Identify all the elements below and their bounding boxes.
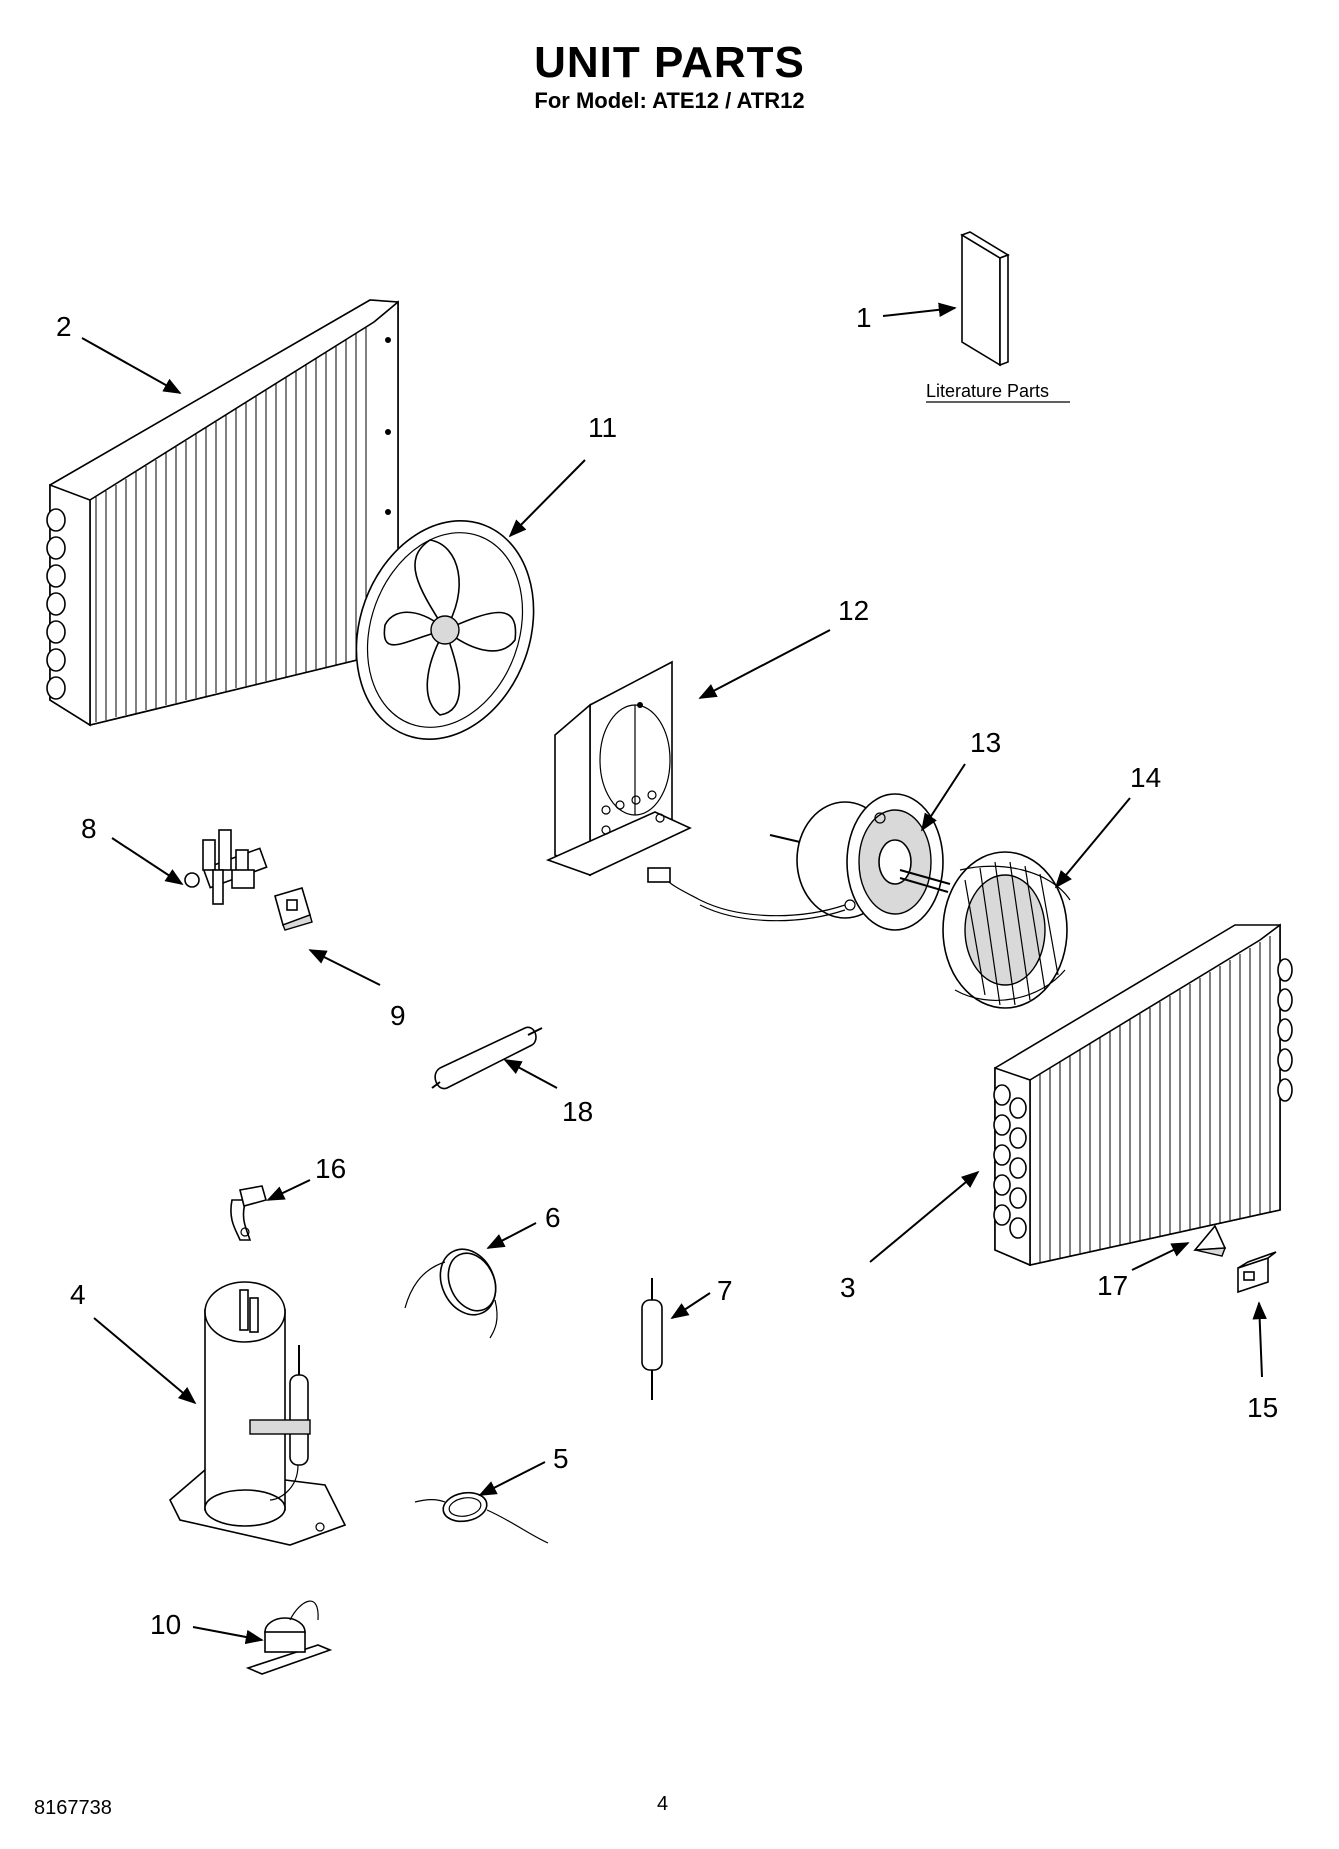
- callout-1: 1: [856, 302, 872, 333]
- condenser-fins: [95, 327, 367, 722]
- fan-motor: [647, 793, 951, 931]
- capillary-muffler: [641, 1278, 663, 1400]
- callout-16: 16: [315, 1153, 346, 1184]
- arrow-16: [266, 1179, 311, 1201]
- page-title: UNIT PARTS: [534, 38, 805, 87]
- literature-parts-label: Literature Parts: [926, 381, 1049, 401]
- overload-protector: [245, 1600, 333, 1675]
- arrow-11: [508, 459, 586, 538]
- evaporator-fins: [1039, 936, 1271, 1262]
- arrow-13: [921, 763, 966, 832]
- terminal-clip: [230, 1185, 267, 1241]
- arrow-7: [670, 1292, 711, 1319]
- callout-5: 5: [553, 1443, 569, 1474]
- tubing-coil: [404, 1248, 498, 1339]
- fan-shroud-bracket: [545, 660, 692, 877]
- compressor: [169, 1281, 347, 1546]
- leader-arrows: [81, 302, 1267, 1645]
- callout-11: 11: [588, 412, 617, 443]
- callout-13: 13: [970, 727, 1001, 758]
- arrow-17: [1131, 1242, 1190, 1271]
- arrow-6: [486, 1222, 537, 1249]
- sensor-clip: [1193, 1224, 1227, 1257]
- callout-numbers: 1 2 3 4 5 6 7 8 9 10 11 12 13 14 15 16 1…: [56, 302, 1278, 1640]
- condenser-return-bends: [46, 508, 66, 700]
- callout-6: 6: [545, 1202, 561, 1233]
- callout-4: 4: [70, 1279, 86, 1310]
- arrow-5: [478, 1461, 546, 1496]
- evaporator-coil: [993, 923, 1293, 1267]
- arrow-3: [869, 1170, 980, 1263]
- reversing-valve: [184, 829, 268, 905]
- arrow-9: [308, 949, 381, 986]
- arrow-8: [111, 837, 184, 885]
- callout-2: 2: [56, 311, 72, 342]
- callout-7: 7: [717, 1275, 733, 1306]
- filter-drier: [431, 1026, 543, 1090]
- blower-wheel: [942, 851, 1071, 1009]
- arrow-12: [698, 629, 831, 699]
- condenser-coil: [46, 299, 399, 727]
- arrow-1: [882, 302, 957, 317]
- arrow-15: [1252, 1301, 1267, 1378]
- arrow-10: [192, 1626, 264, 1645]
- arrow-2: [81, 337, 182, 394]
- callout-17: 17: [1097, 1270, 1128, 1301]
- callout-3: 3: [840, 1272, 856, 1303]
- document-number: 8167738: [34, 1797, 112, 1819]
- callout-18: 18: [562, 1096, 593, 1127]
- callout-12: 12: [838, 595, 869, 626]
- callout-15: 15: [1247, 1392, 1278, 1423]
- arrow-4: [93, 1317, 197, 1405]
- model-subtitle: For Model: ATE12 / ATR12: [534, 88, 805, 113]
- mounting-bracket: [1237, 1251, 1277, 1294]
- literature-booklet: [960, 231, 1010, 367]
- callout-9: 9: [390, 1000, 406, 1031]
- arrow-18: [503, 1059, 558, 1089]
- condenser-fan-blade: [355, 520, 535, 740]
- callout-14: 14: [1130, 762, 1161, 793]
- arrow-14: [1054, 797, 1131, 889]
- page-number: 4: [657, 1793, 669, 1815]
- callout-10: 10: [150, 1609, 181, 1640]
- solenoid-coil: [274, 887, 313, 931]
- callout-8: 8: [81, 813, 97, 844]
- wire-coil: [414, 1491, 549, 1544]
- evaporator-return-bends: [993, 958, 1293, 1239]
